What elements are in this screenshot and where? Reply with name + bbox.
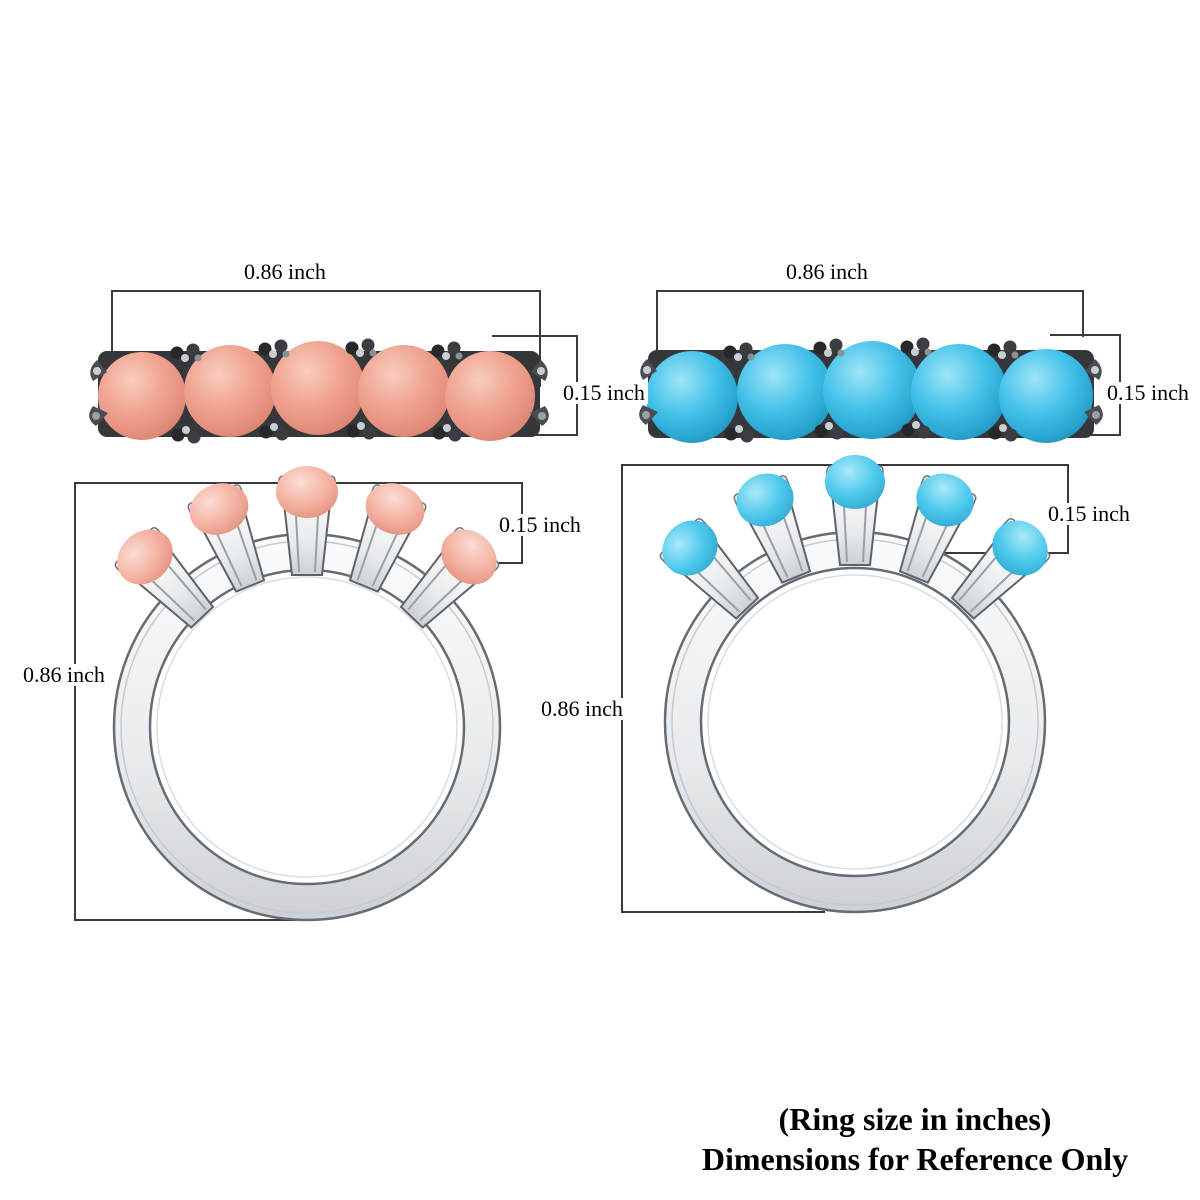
turquoise-ring-side-view bbox=[657, 455, 1053, 914]
caption-reference-note: Dimensions for Reference Only bbox=[701, 1141, 1129, 1177]
turquoise-top-width-label: 0.86 inch bbox=[783, 261, 871, 283]
coral-ring-top-view bbox=[89, 338, 549, 444]
turquoise-top-height-label: 0.15 inch bbox=[1104, 382, 1192, 404]
coral-ring-side-view bbox=[112, 466, 502, 922]
turquoise-ring-top-view bbox=[639, 337, 1103, 443]
coral-side-width-label: 0.86 inch bbox=[20, 664, 108, 686]
coral-side-height-label: 0.15 inch bbox=[496, 514, 584, 536]
caption-ring-size-note: (Ring size in inches) bbox=[778, 1101, 1052, 1137]
coral-top-height-label: 0.15 inch bbox=[560, 382, 648, 404]
turquoise-side-width-label: 0.86 inch bbox=[538, 698, 626, 720]
turquoise-side-height-label: 0.15 inch bbox=[1045, 503, 1133, 525]
coral-top-width-label: 0.86 inch bbox=[241, 261, 329, 283]
